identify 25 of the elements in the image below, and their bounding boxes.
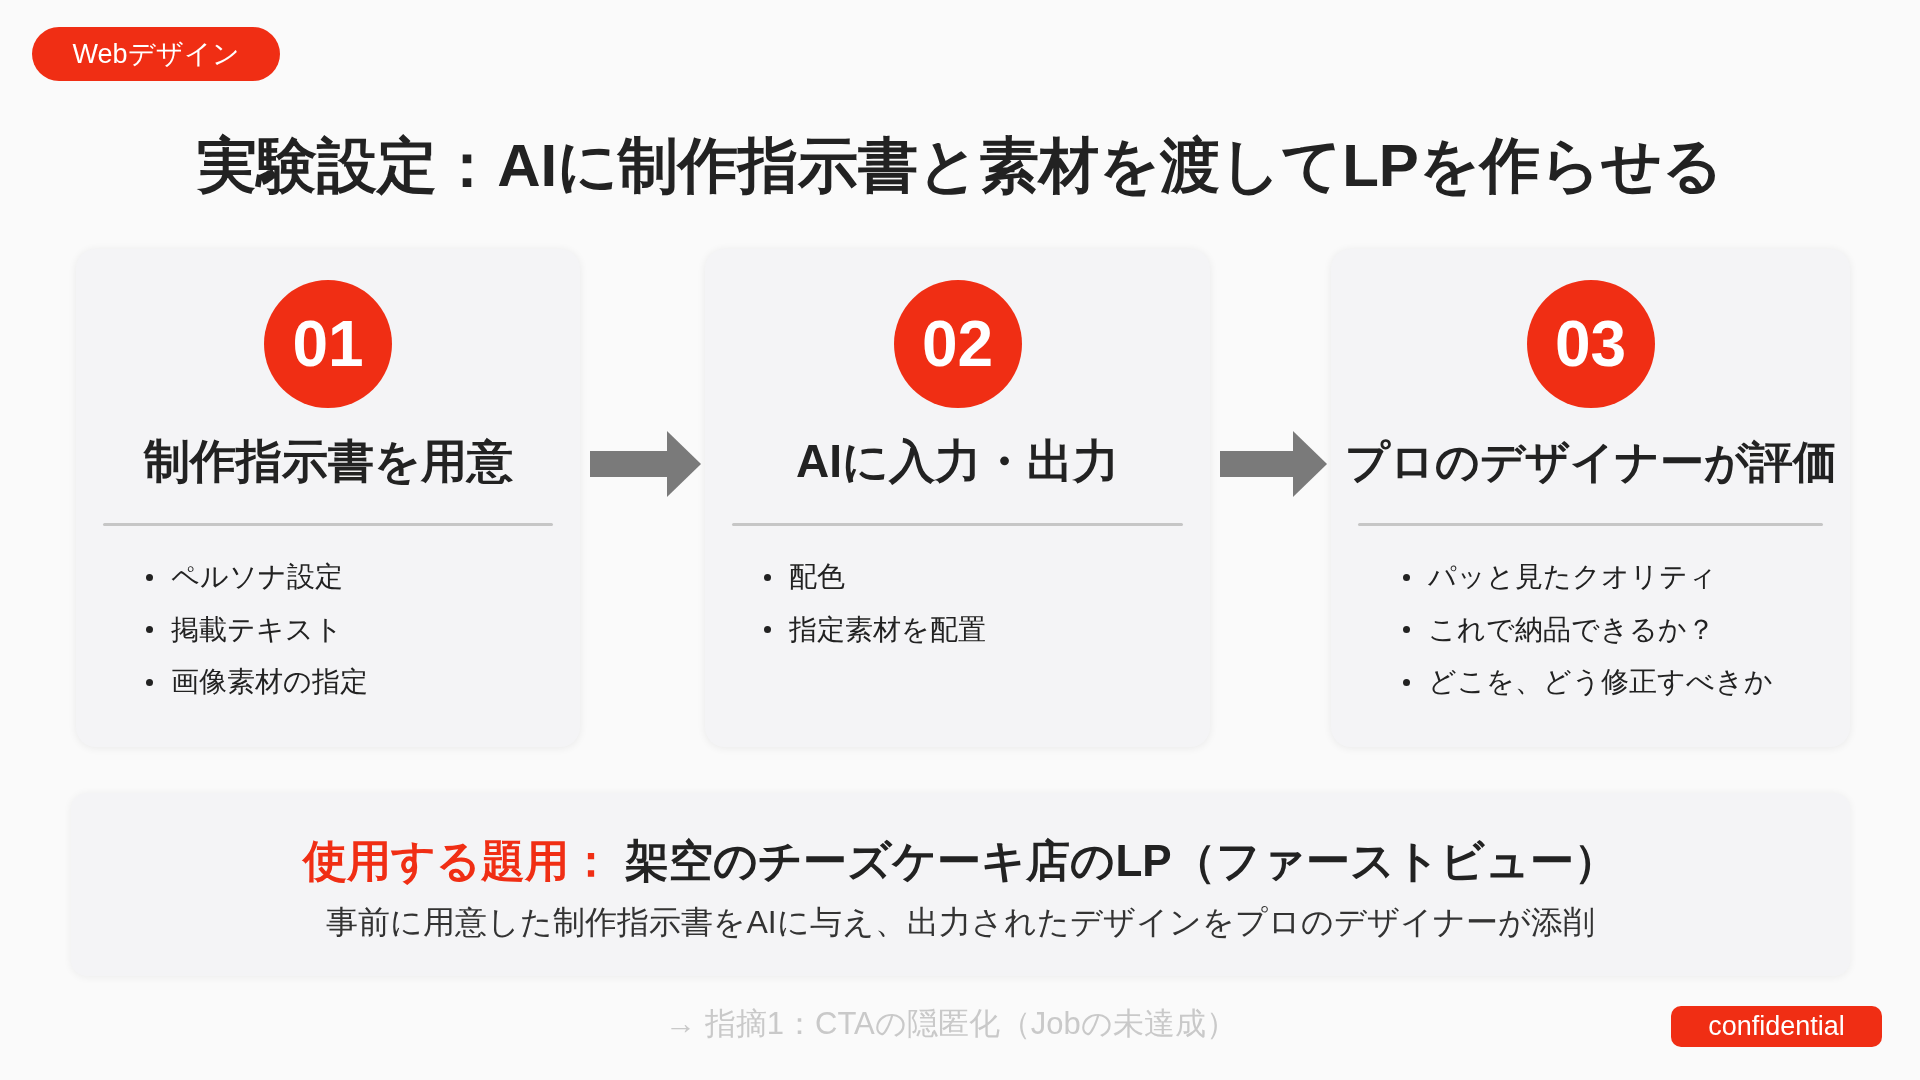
number-circle: 02 bbox=[893, 280, 1022, 408]
list-item: 指定素材を配置 bbox=[789, 612, 986, 647]
step-heading: 制作指示書を用意 bbox=[143, 434, 513, 490]
step-card bbox=[1331, 249, 1850, 747]
description-text: 事前に用意した制作指示書をAIに与え、出力されたデザインをプロのデザイナーが添削 bbox=[326, 903, 1595, 942]
number-circle: 03 bbox=[1526, 280, 1655, 408]
step-card bbox=[705, 249, 1210, 747]
step-card bbox=[76, 249, 580, 747]
slide-title: 実験設定：AIに制作指示書と素材を渡してLPを作らせる bbox=[197, 131, 1723, 201]
confidential-tag: confidential bbox=[1671, 1006, 1882, 1047]
number-circle: 01 bbox=[264, 280, 392, 408]
list-item: パッと見たクオリティ bbox=[1428, 560, 1717, 594]
subject-label: 使用する題用： bbox=[303, 836, 614, 885]
step-heading: AIに入力・出力 bbox=[796, 434, 1119, 490]
list-item: 掲載テキスト bbox=[171, 612, 343, 647]
arrow bbox=[590, 431, 701, 497]
subject-title: 架空のチーズケーキ店のLP（ファーストビュー） bbox=[625, 836, 1618, 885]
list-item: 配色 bbox=[789, 560, 845, 594]
list-item: どこを、どう修正すべきか bbox=[1428, 665, 1773, 699]
step-heading: プロのデザイナーが評価 bbox=[1344, 435, 1837, 488]
list-item: ペルソナ設定 bbox=[171, 560, 343, 594]
category-tag: Webデザイン bbox=[32, 27, 280, 81]
list-item: 画像素材の指定 bbox=[171, 665, 368, 699]
arrow bbox=[1220, 431, 1327, 497]
list-item: これで納品できるか？ bbox=[1428, 612, 1715, 647]
